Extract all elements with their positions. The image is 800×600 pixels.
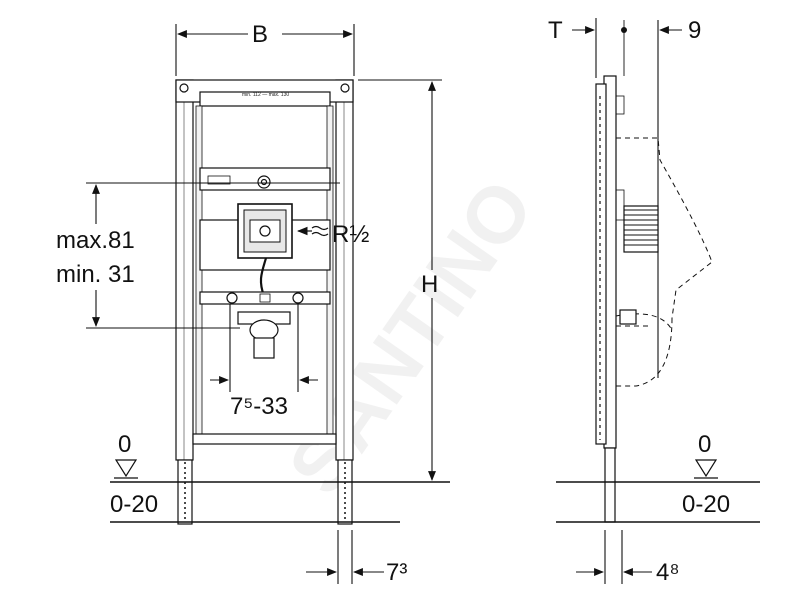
floor-lines-front (110, 481, 450, 523)
floor-range-label-right: 0-20 (682, 491, 730, 518)
floor-range-label-left: 0-20 (110, 491, 158, 518)
min-height-label: min. 31 (56, 261, 135, 288)
width-label: B (252, 21, 268, 48)
floor-level-marker-left (114, 459, 138, 478)
max-height-label: max.81 (56, 227, 135, 254)
dimension-leg-side (576, 530, 652, 584)
leg-side-label: 4⁸ (656, 559, 679, 586)
thread-label: R½ (332, 221, 369, 248)
floor-lines-side (556, 481, 760, 523)
dimension-h (358, 79, 442, 481)
depth-label: T (548, 17, 563, 44)
front-view (175, 79, 354, 525)
watermark: SANTINO (271, 164, 550, 510)
floor-level-marker-right (694, 459, 718, 478)
floor-zero-label-right: 0 (698, 431, 711, 458)
dimension-leg-front (306, 530, 384, 584)
dimension-inlet-height (86, 182, 340, 329)
frame-plate-text: min. 112 — max. 130 (242, 92, 289, 98)
dimension-b (175, 24, 355, 76)
thread-pointer (296, 225, 329, 237)
dimension-depth (572, 18, 682, 78)
center-point-marker (621, 27, 627, 33)
spacing-label: 7⁵-33 (230, 393, 288, 420)
side-view (595, 20, 713, 523)
height-label: H (421, 271, 438, 298)
offset-label: 9 (688, 17, 701, 44)
dimension-spacing (210, 304, 318, 392)
leg-front-label: 7³ (386, 559, 407, 586)
floor-zero-label-left: 0 (118, 431, 131, 458)
